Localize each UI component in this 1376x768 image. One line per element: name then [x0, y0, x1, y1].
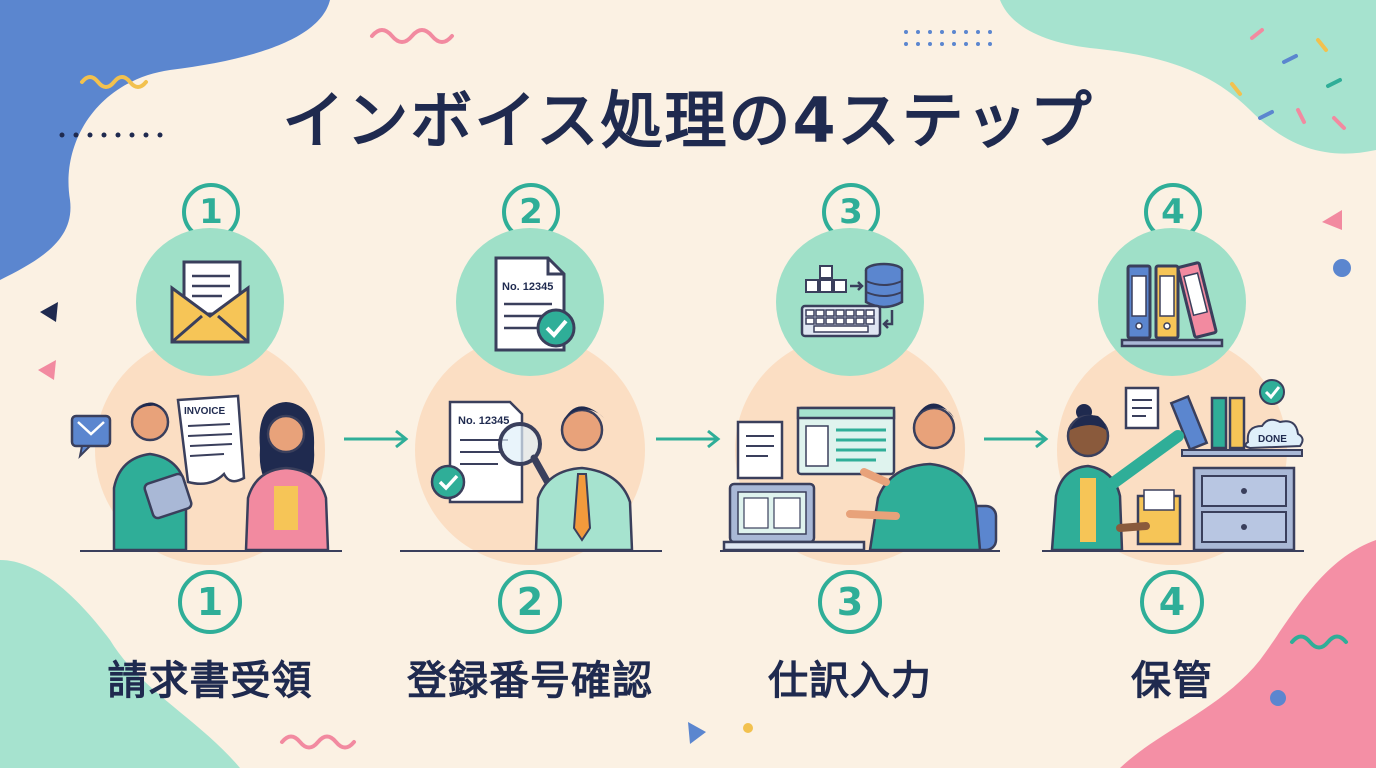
page-title: インボイス処理の4ステップ — [282, 84, 1094, 157]
mail-chat-bubble-icon — [70, 414, 112, 460]
triangle-left-navy — [40, 302, 58, 322]
envelope-with-letter-icon — [170, 260, 250, 344]
woman-character — [244, 402, 330, 552]
step-3: 3 — [700, 0, 1000, 768]
document-check-icon: No. 12345 — [494, 256, 576, 352]
dotted-grid-top-right — [904, 30, 992, 46]
dot-right — [1333, 259, 1351, 277]
step-1: 1 INVOICE — [60, 0, 360, 768]
ground-line — [720, 550, 1000, 552]
blob-bottom-left — [0, 560, 240, 768]
database-cylinder — [864, 262, 904, 309]
done-cloud-badge: DONE — [1244, 418, 1304, 450]
squiggle-bottom-center — [280, 734, 356, 750]
folder-stack — [1136, 489, 1182, 546]
squiggle-top-left — [80, 75, 148, 89]
blob-top-right — [1000, 0, 1376, 154]
triangle-right-pink — [1322, 210, 1342, 230]
triangle-bottom-blue — [688, 722, 706, 744]
binders-shelf-icon — [1120, 261, 1224, 348]
step-2: 2 No. 12345 No. 12345 — [380, 0, 680, 768]
checkmark-badge — [430, 464, 466, 500]
invoice-text: INVOICE — [184, 406, 225, 417]
dot-bottom-right — [1270, 690, 1286, 706]
document-number-text: No. 12345 — [502, 281, 553, 293]
check-badge — [1259, 379, 1285, 405]
paper-stack — [736, 420, 784, 480]
document-number-text: No. 12345 — [458, 415, 509, 427]
ground-line — [80, 550, 342, 552]
monitor-window — [796, 406, 896, 476]
laptop-icon — [722, 482, 866, 552]
step-number-bottom: 4 — [1140, 570, 1204, 634]
step-label: 請求書受領 — [107, 658, 313, 704]
scene-receiving-invoice: INVOICE — [70, 394, 330, 552]
done-text: DONE — [1258, 434, 1287, 445]
step-label: 仕訳入力 — [768, 658, 932, 704]
squiggle-bottom-right — [1290, 634, 1348, 650]
arrow-step-3-to-4 — [984, 429, 1049, 449]
confetti-top-right — [1230, 28, 1346, 130]
arrow-step-1-to-2 — [344, 429, 409, 449]
step-label: 保管 — [1131, 658, 1213, 704]
scene-journal-entry — [722, 403, 998, 552]
dot-bottom — [743, 723, 753, 733]
invoice-paper: INVOICE — [176, 394, 246, 485]
arrow-step-2-to-3 — [656, 429, 721, 449]
cabinet-icon — [1192, 466, 1296, 552]
step-4: 4 — [1022, 0, 1322, 768]
woman-character — [1050, 404, 1184, 552]
scene-archiving: DONE — [1050, 379, 1304, 552]
paper-note — [1124, 386, 1160, 430]
arrow-keys — [805, 265, 847, 293]
scene-verifying-number: No. 12345 — [430, 400, 634, 552]
keyboard-database-icon — [800, 262, 904, 338]
binder-stack — [1169, 394, 1246, 452]
step-label: 登録番号確認 — [407, 658, 653, 704]
man-character — [534, 406, 634, 552]
blob-bottom-right — [1120, 540, 1376, 768]
blob-top-left — [0, 0, 330, 280]
triangle-left-pink — [38, 360, 56, 380]
squiggle-top-center — [370, 28, 454, 44]
ground-line — [400, 550, 662, 552]
step-number-bottom: 2 — [498, 570, 562, 634]
step-number-bottom: 1 — [178, 570, 242, 634]
dotted-line-top-left — [59, 132, 163, 138]
ground-line — [1042, 550, 1304, 552]
step-number-bottom: 3 — [818, 570, 882, 634]
man-character — [112, 402, 193, 552]
